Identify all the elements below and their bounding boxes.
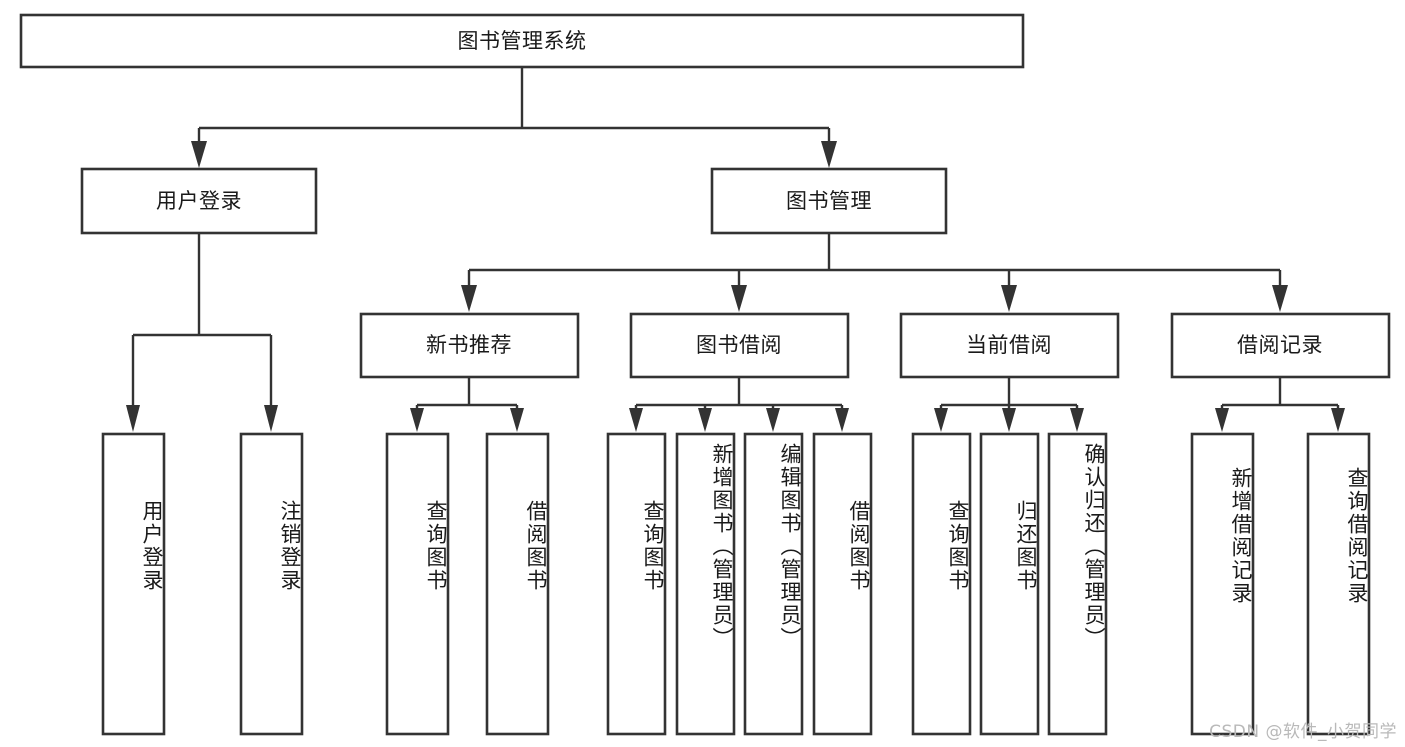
node-borrow-record-label: 借阅记录 <box>1237 333 1323 357</box>
connectors-book-manage-to-level3 <box>461 234 1288 312</box>
connectors-book-borrow-leaves <box>629 377 849 432</box>
arrow-to-borrow-record <box>1272 285 1288 312</box>
leaf-box-new-book-2[interactable] <box>485 432 550 736</box>
node-borrow-record-box[interactable] <box>1170 312 1391 379</box>
leaf-box-user-login-1[interactable] <box>101 432 166 736</box>
leaf-box-borrow-record-1[interactable] <box>1190 432 1255 736</box>
node-new-book-recommend[interactable]: 新书推荐 <box>359 312 580 379</box>
arrow-book-borrow-leaf1 <box>629 408 643 432</box>
node-book-manage-label: 图书管理 <box>786 189 872 213</box>
connectors-root-to-level2 <box>191 67 837 168</box>
node-book-borrow[interactable]: 图书借阅 <box>629 312 850 379</box>
arrow-to-user-login <box>191 141 207 168</box>
node-book-borrow-label: 图书借阅 <box>696 333 782 357</box>
node-current-borrow[interactable]: 当前借阅 <box>899 312 1120 379</box>
leaf-box-book-borrow-2[interactable] <box>675 432 736 736</box>
arrow-new-book-leaf1 <box>410 408 424 432</box>
leaf-box-current-borrow-2[interactable] <box>979 432 1040 736</box>
node-user-login-box[interactable] <box>80 167 318 235</box>
arrow-book-borrow-leaf4 <box>835 408 849 432</box>
node-book-manage[interactable]: 图书管理 <box>710 167 948 235</box>
arrow-current-borrow-leaf2 <box>1002 408 1016 432</box>
node-book-borrow-box[interactable] <box>629 312 850 379</box>
node-current-borrow-box[interactable] <box>899 312 1120 379</box>
arrow-new-book-leaf2 <box>510 408 524 432</box>
node-root[interactable]: 图书管理系统 <box>19 13 1025 69</box>
leaf-box-new-book-1[interactable] <box>385 432 450 736</box>
arrow-to-current-borrow <box>1001 285 1017 312</box>
arrow-current-borrow-leaf1 <box>934 408 948 432</box>
leaf-box-current-borrow-3[interactable] <box>1047 432 1108 736</box>
leaf-box-book-borrow-3[interactable] <box>743 432 804 736</box>
leaf-box-book-borrow-1[interactable] <box>606 432 667 736</box>
csdn-watermark: CSDN @软件_小贺同学 <box>1209 722 1397 742</box>
arrow-user-login-leaf1 <box>126 405 140 432</box>
connectors-borrow-record-leaves <box>1215 377 1345 432</box>
connectors-new-book-leaves <box>410 377 524 432</box>
arrow-book-borrow-leaf3 <box>766 408 780 432</box>
node-new-book-recommend-label: 新书推荐 <box>426 333 512 357</box>
arrow-to-new-book <box>461 285 477 312</box>
arrow-to-book-manage <box>821 141 837 168</box>
node-root-label: 图书管理系统 <box>458 29 587 53</box>
arrow-borrow-record-leaf2 <box>1331 408 1345 432</box>
connectors-current-borrow-leaves <box>934 377 1084 432</box>
arrow-borrow-record-leaf1 <box>1215 408 1229 432</box>
arrow-user-login-leaf2 <box>264 405 278 432</box>
node-root-box[interactable] <box>19 13 1025 69</box>
leaf-box-book-borrow-4[interactable] <box>812 432 873 736</box>
node-current-borrow-label: 当前借阅 <box>966 333 1052 357</box>
arrow-current-borrow-leaf3 <box>1070 408 1084 432</box>
node-borrow-record[interactable]: 借阅记录 <box>1170 312 1391 379</box>
arrow-to-book-borrow <box>731 285 747 312</box>
leaf-box-current-borrow-1[interactable] <box>911 432 972 736</box>
node-user-login-label: 用户登录 <box>156 189 242 213</box>
arrow-book-borrow-leaf2 <box>698 408 712 432</box>
node-new-book-recommend-box[interactable] <box>359 312 580 379</box>
leaf-box-user-login-2[interactable] <box>239 432 304 736</box>
node-user-login[interactable]: 用户登录 <box>80 167 318 235</box>
connectors-user-login-leaves <box>126 233 278 432</box>
node-book-manage-box[interactable] <box>710 167 948 235</box>
leaf-box-borrow-record-2[interactable] <box>1306 432 1371 736</box>
